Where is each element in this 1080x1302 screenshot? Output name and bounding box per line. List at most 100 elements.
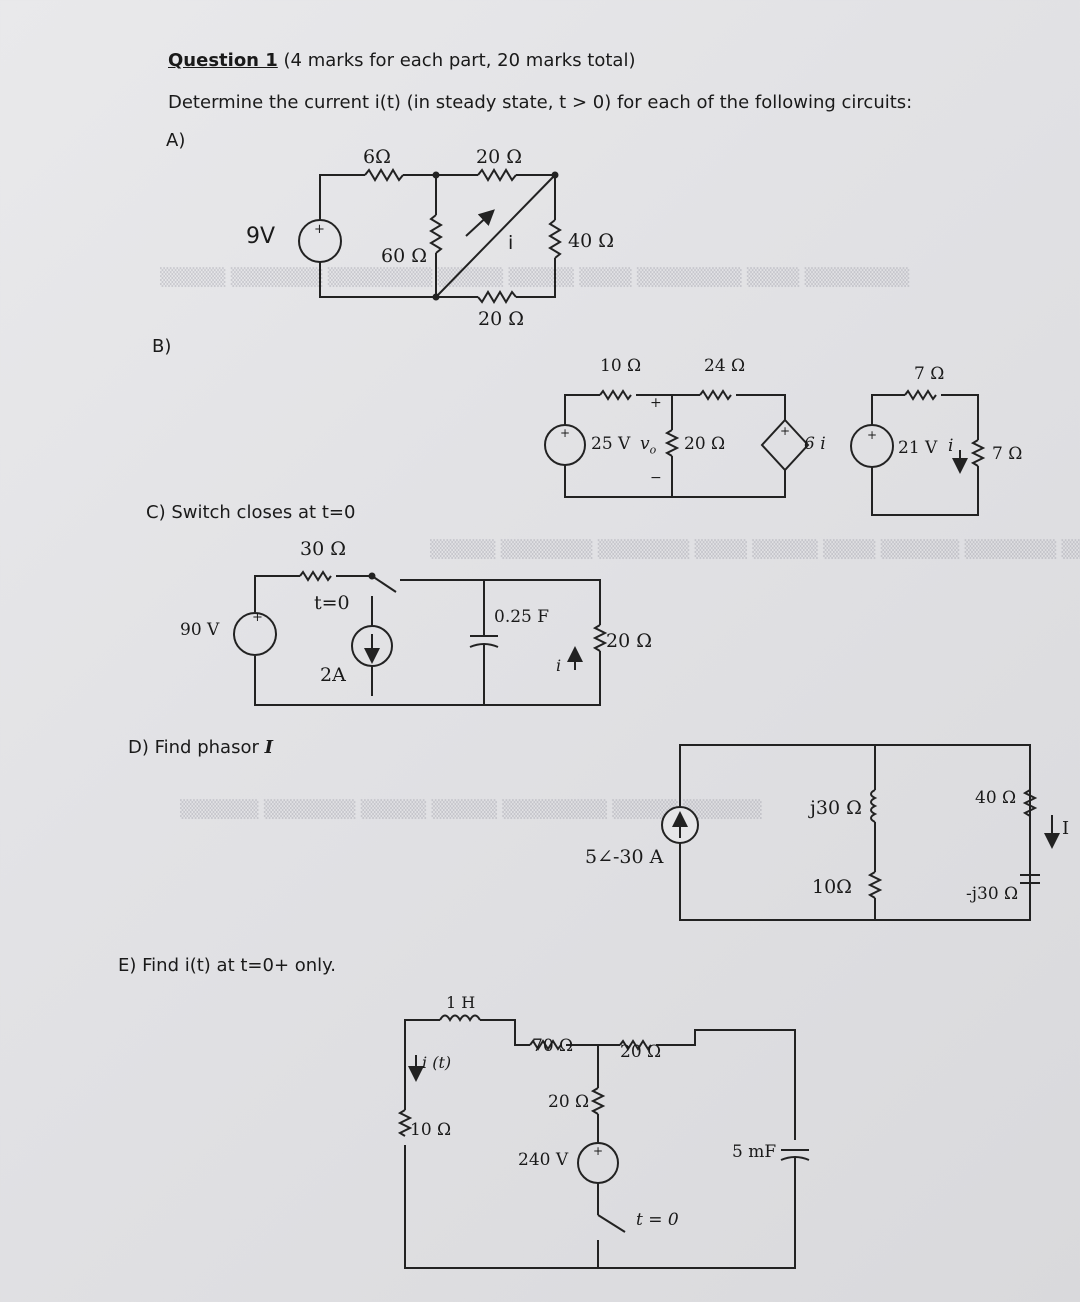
label-b-25v: 25 V (591, 434, 631, 454)
short-wire-diagonal (435, 174, 556, 298)
label-b-6i: 6 i (804, 434, 826, 454)
bleed-through-text: ▒▒▒▒▒▒ ▒▒▒▒▒▒▒ ▒▒▒▒▒ ▒▒▒▒▒ ▒▒▒▒▒▒▒▒ ▒▒▒▒… (180, 800, 762, 820)
voltage-source-21v (850, 424, 894, 468)
resistor-40ohm-d (1022, 789, 1038, 817)
label-b-src2-plus: + (867, 428, 878, 442)
label-a-60ohm: 60 Ω (381, 245, 427, 267)
label-a-i: i (508, 232, 514, 254)
label-c-2a: 2A (320, 664, 346, 686)
label-e-1h: 1 H (446, 993, 476, 1012)
capacitor-e-plate2 (780, 1156, 810, 1161)
part-d-label-text: D) Find phasor (128, 737, 259, 758)
voltage-source-90v (233, 612, 277, 656)
inductor-j30 (870, 789, 878, 823)
label-e-5mf: 5 mF (732, 1142, 777, 1162)
label-b-vo-var: v (640, 434, 650, 454)
label-e-plus: + (593, 1144, 604, 1158)
resistor-40ohm (548, 219, 562, 259)
switch-c (371, 575, 397, 593)
label-b-20ohm: 20 Ω (684, 434, 726, 454)
question-instruction: Determine the current i(t) (in steady st… (168, 92, 913, 113)
part-d-label-var: I (264, 737, 274, 758)
label-d-minus-j30: -j30 Ω (966, 884, 1019, 904)
label-b-src1-plus: + (560, 426, 571, 440)
resistor-7ohm-right (970, 439, 986, 467)
question-marks: (4 marks for each part, 20 marks total) (283, 50, 636, 71)
dependent-voltage-source (760, 418, 810, 472)
part-b-label: B) (152, 336, 172, 357)
question-title: Question 1 (168, 50, 278, 71)
label-b-i: i (948, 436, 954, 456)
resistor-7ohm-top (904, 389, 937, 401)
label-c-i: i (556, 656, 562, 675)
circuit-b (544, 389, 986, 516)
part-e-label: E) Find i(t) at t=0+ only. (118, 955, 336, 976)
inductor-1h (439, 1014, 481, 1023)
resistor-6ohm (364, 168, 404, 182)
label-d-10ohm: 10Ω (812, 876, 852, 898)
resistor-10ohm (599, 389, 632, 401)
label-a-40ohm: 40 Ω (568, 230, 614, 252)
capacitor-c-plate2 (469, 643, 499, 648)
circuit-c (233, 570, 608, 706)
resistor-20ohm-top (477, 168, 517, 182)
label-b-7ohm-right: 7 Ω (992, 444, 1023, 464)
resistor-20ohm-c (592, 624, 608, 652)
label-e-switch: t = 0 (636, 1210, 679, 1230)
label-b-dep-plus: + (780, 424, 791, 438)
part-a-label: A) (166, 130, 186, 151)
current-arrow-a (465, 209, 495, 237)
label-e-it: i (t) (422, 1053, 452, 1072)
label-e-10ohm: 10 Ω (410, 1120, 452, 1140)
resistor-70ohm (528, 1039, 562, 1051)
label-c-cap: 0.25 F (494, 607, 550, 627)
question-header: Question 1 (4 marks for each part, 20 ma… (168, 50, 635, 71)
label-d-j30: j30 Ω (810, 797, 862, 819)
label-b-7ohm-top: 7 Ω (914, 364, 945, 384)
voltage-source-9v (298, 219, 342, 263)
label-c-plus: + (252, 610, 263, 625)
label-e-70ohm: 70 Ω (532, 1036, 574, 1056)
label-b-10ohm: 10 Ω (600, 356, 642, 376)
part-d-label: D) Find phasor I (128, 737, 273, 758)
label-c-20ohm: 20 Ω (606, 630, 652, 652)
label-c-switch: t=0 (314, 592, 350, 614)
label-a-6ohm: 6Ω (363, 146, 391, 168)
label-a-20ohm-top: 20 Ω (476, 146, 522, 168)
bleed-through-text: ▒▒▒▒▒ ▒▒▒▒▒▒▒ ▒▒▒▒▒▒▒ ▒▒▒▒ ▒▒▒▒▒ ▒▒▒▒ ▒▒… (430, 540, 1080, 560)
resistor-20ohm-bottom (477, 290, 517, 304)
label-a-plus: + (314, 222, 325, 237)
resistor-10ohm-e (397, 1109, 413, 1137)
circuit-a (298, 168, 562, 304)
resistor-20ohm-b (664, 429, 680, 457)
label-b-21v: 21 V (898, 438, 938, 458)
label-c-90v: 90 V (180, 620, 220, 640)
label-b-vo-plus: + (650, 395, 662, 411)
label-a-9v: 9V (246, 224, 276, 249)
label-b-vo-minus: − (650, 470, 662, 486)
label-b-vo-sub: o (649, 443, 657, 457)
circuit-d (661, 744, 1060, 921)
bleed-through-text: ▒▒▒▒▒ ▒▒▒▒▒▒▒ ▒▒▒▒▒▒▒▒ ▒▒▒▒▒ ▒▒▒▒▒ ▒▒▒▒ … (160, 268, 910, 288)
label-b-24ohm: 24 Ω (704, 356, 746, 376)
label-a-20ohm-bottom: 20 Ω (478, 308, 524, 330)
resistor-30ohm (299, 570, 332, 582)
resistor-10ohm-d (867, 871, 883, 899)
resistor-60ohm (429, 214, 443, 254)
label-e-20ohm-mid: 20 Ω (548, 1092, 590, 1112)
resistor-20ohm-e-top (619, 1039, 652, 1051)
circuit-e (397, 1014, 810, 1269)
label-e-240v: 240 V (518, 1150, 569, 1170)
switch-e (597, 1214, 626, 1233)
label-e-20ohm-top: 20 Ω (620, 1042, 662, 1062)
label-d-source: 5∠-30 A (585, 846, 664, 868)
label-d-40ohm: 40 Ω (975, 788, 1017, 808)
label-c-30ohm: 30 Ω (300, 538, 346, 560)
label-d-current: I (1062, 818, 1070, 839)
label-b-vo: vo (640, 434, 656, 456)
resistor-20ohm-e-mid (590, 1087, 606, 1115)
resistor-24ohm (699, 389, 732, 401)
part-c-label: C) Switch closes at t=0 (146, 502, 356, 523)
